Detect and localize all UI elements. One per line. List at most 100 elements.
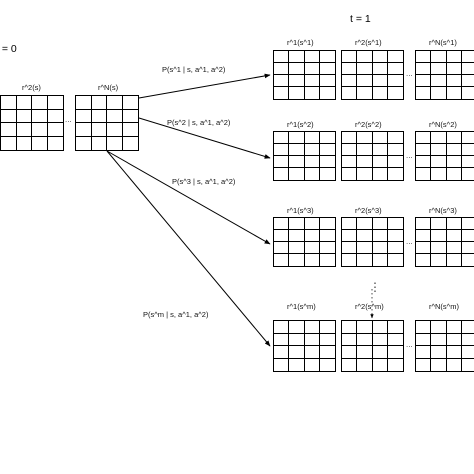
grid-cell xyxy=(289,218,305,230)
grid-cell xyxy=(387,346,403,359)
grid-cell xyxy=(431,321,447,334)
grid-cell xyxy=(304,75,320,87)
grid-cell xyxy=(416,87,432,99)
grid-cell xyxy=(304,156,320,168)
grid-cell xyxy=(372,333,388,346)
grid-cell xyxy=(373,358,388,371)
grid-cell xyxy=(446,333,462,346)
grid-cell xyxy=(373,254,388,266)
probability-label-s2: P(s^2 | s, a^1, a^2) xyxy=(167,118,231,127)
grid-cell xyxy=(416,63,432,75)
grid-cell xyxy=(461,218,474,230)
grid-cell xyxy=(289,333,305,346)
grid-cell xyxy=(274,254,290,266)
grid-cell xyxy=(416,321,432,334)
grid-cell xyxy=(431,346,447,359)
grid-cell xyxy=(461,230,474,242)
grid-cell xyxy=(357,346,373,359)
initial-grid-n xyxy=(75,95,139,151)
initial-grid-label-n: r^N(s) xyxy=(98,83,119,92)
grid-cell xyxy=(461,321,474,334)
grid-cell xyxy=(274,333,290,346)
grid-cell xyxy=(372,144,388,156)
grid-cell xyxy=(304,230,320,242)
grid-cell xyxy=(387,321,403,334)
grid-cell xyxy=(342,358,358,371)
grid-cell xyxy=(357,75,373,87)
grid-cell xyxy=(122,96,138,110)
grid-cell xyxy=(431,132,447,144)
grid-cell xyxy=(289,254,305,266)
grid-rn-sm xyxy=(415,320,474,372)
grid-cell xyxy=(357,321,373,334)
grid-cell xyxy=(387,51,403,63)
ellipsis-s1: ... xyxy=(406,69,413,78)
grid-cell xyxy=(447,87,462,99)
grid-cell xyxy=(304,132,320,144)
grid-cell xyxy=(107,96,123,110)
grid-cell xyxy=(372,132,388,144)
grid-cell xyxy=(357,87,373,99)
grid-cell xyxy=(416,254,432,266)
grid-cell xyxy=(122,123,138,137)
grid-cell xyxy=(416,242,432,254)
grid-cell xyxy=(372,51,388,63)
grid-cell xyxy=(342,168,358,180)
initial-ellipsis: ... xyxy=(65,115,72,124)
grid-cell xyxy=(357,168,373,180)
grid-cell xyxy=(304,218,320,230)
grid-cell xyxy=(357,132,373,144)
grid-cell xyxy=(357,63,373,75)
grid-label-r1-s1: r^1(s^1) xyxy=(287,38,314,47)
grid-cell xyxy=(274,63,290,75)
grid-cell xyxy=(304,144,320,156)
grid-cell xyxy=(91,123,107,137)
grid-label-r2-s1: r^2(s^1) xyxy=(355,38,382,47)
grid-cell xyxy=(274,346,290,359)
grid-cell xyxy=(289,346,305,359)
grid-cell xyxy=(461,51,474,63)
grid-cell xyxy=(274,132,290,144)
grid-cell xyxy=(461,334,474,346)
grid-label-r2-s2: r^2(s^2) xyxy=(355,120,382,129)
grid-cell xyxy=(372,346,388,359)
grid-label-rn-s1: r^N(s^1) xyxy=(429,38,457,47)
grid-cell xyxy=(431,156,447,168)
grid-cell xyxy=(416,144,432,156)
grid-cell xyxy=(446,132,462,144)
grid-cell xyxy=(431,230,447,242)
grid-cell xyxy=(446,230,462,242)
grid-cell xyxy=(319,321,335,334)
ellipsis-s2: ... xyxy=(406,151,413,160)
probability-label-s1: P(s^1 | s, a^1, a^2) xyxy=(162,65,226,74)
grid-rn-s3 xyxy=(415,217,474,267)
grid-cell xyxy=(373,168,388,180)
initial-grid-label-2: r^2(s) xyxy=(22,83,41,92)
grid-cell xyxy=(76,136,92,150)
grid-cell xyxy=(372,230,388,242)
grid-cell xyxy=(446,63,462,75)
grid-cell xyxy=(289,63,305,75)
grid-cell xyxy=(357,254,373,266)
grid-cell xyxy=(274,87,290,99)
grid-cell xyxy=(305,168,320,180)
grid-cell xyxy=(122,110,138,123)
grid-cell xyxy=(387,132,403,144)
grid-rn-s2 xyxy=(415,131,474,181)
grid-cell xyxy=(32,109,48,123)
grid-cell xyxy=(416,358,432,371)
grid-cell xyxy=(461,63,474,75)
grid-cell xyxy=(305,87,320,99)
grid-cell xyxy=(91,96,107,110)
grid-cell xyxy=(47,110,63,123)
grid-cell xyxy=(1,109,17,123)
grid-cell xyxy=(387,63,403,75)
grid-cell xyxy=(342,75,358,87)
grid-cell xyxy=(461,144,474,156)
grid-cell xyxy=(289,242,305,254)
grid-cell xyxy=(16,96,32,110)
grid-cell xyxy=(319,218,335,230)
grid-cell xyxy=(16,109,32,123)
grid-rn-s1 xyxy=(415,50,474,100)
